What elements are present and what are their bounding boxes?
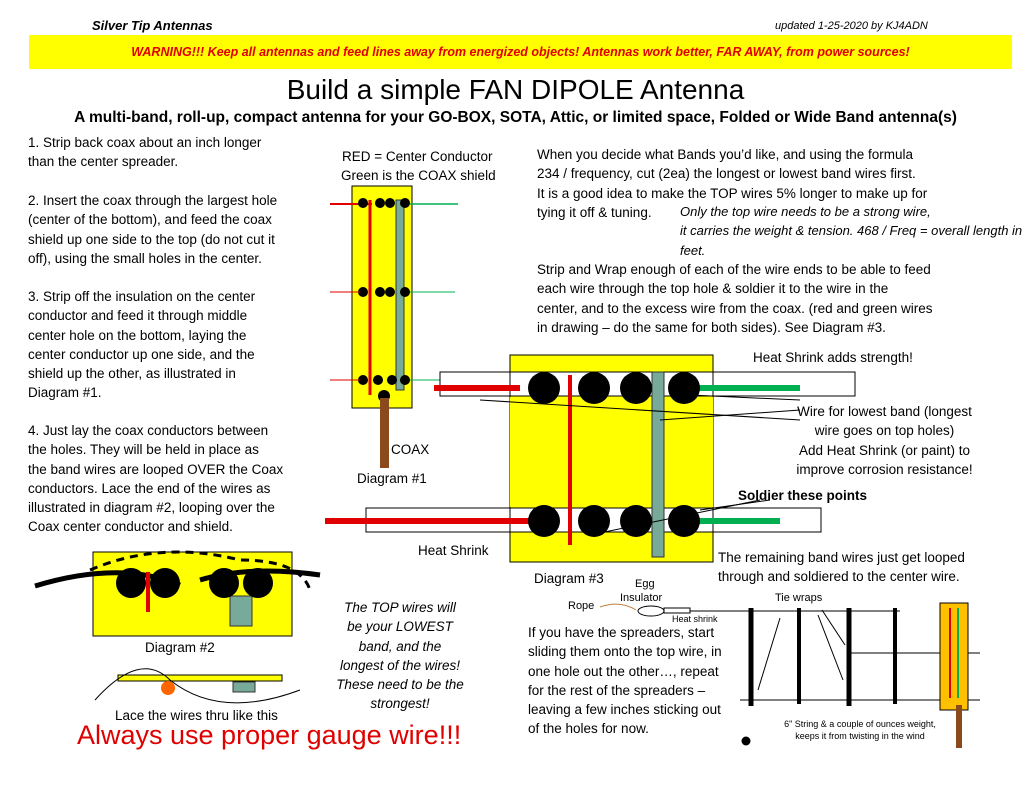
page-subtitle: A multi-band, roll-up, compact antenna f… — [74, 109, 957, 126]
insulator-label: Insulator — [620, 592, 663, 604]
diagram-3 — [325, 354, 856, 563]
diagram-2-label: Diagram #2 — [145, 640, 215, 655]
step-2: 2. Insert the coax through the largest h… — [28, 193, 278, 266]
tie-wraps-label: Tie wraps — [775, 592, 823, 604]
strip-text: Strip and Wrap enough of each of the wir… — [537, 262, 933, 335]
formula-italic: Only the top wire needs to be a strong w… — [680, 204, 1023, 258]
diagram-3-label: Diagram #3 — [534, 571, 604, 586]
step-1: 1. Strip back coax about an inch longer … — [28, 135, 262, 170]
coax-label: COAX — [391, 442, 430, 457]
top-wires-note: The TOP wires will be your LOWEST band, … — [336, 600, 464, 712]
spreaders-text: If you have the spreaders, start sliding… — [528, 625, 722, 737]
lace-label: Lace the wires thru like this — [115, 708, 278, 723]
formula-text: When you decide what Bands you’d like, a… — [537, 147, 928, 220]
legend-red: RED = Center Conductor — [342, 149, 493, 164]
heat-shrink-label: Heat Shrink — [418, 543, 489, 558]
string-note: 6" String & a couple of ounces weight, k… — [784, 719, 936, 741]
egg-label: Egg — [635, 578, 655, 590]
updated-date: updated 1-25-2020 by KJ4ADN — [775, 20, 928, 32]
gauge-warning: Always use proper gauge wire!!! — [77, 720, 462, 750]
step-4: 4. Just lay the coax conductors between … — [28, 423, 284, 535]
heat-shrink-small-label: Heat shrink — [672, 614, 718, 624]
diagram-2 — [34, 550, 321, 704]
legend-green: Green is the COAX shield — [341, 168, 496, 183]
lowest-band-label: Wire for lowest band (longest wire goes … — [796, 404, 973, 477]
warning-banner: WARNING!!! Keep all antennas and feed li… — [29, 35, 1012, 69]
diagram-4 — [599, 602, 980, 748]
soldier-label: Soldier these points — [738, 488, 868, 503]
rope-label: Rope — [568, 600, 595, 612]
heat-shrink-strength-label: Heat Shrink adds strength! — [753, 350, 913, 365]
brand-name: Silver Tip Antennas — [92, 18, 213, 33]
remaining-label: The remaining band wires just get looped… — [718, 550, 965, 585]
diagram-1-label: Diagram #1 — [357, 471, 427, 486]
page-title: Build a simple FAN DIPOLE Antenna — [286, 74, 745, 105]
diagram-1 — [330, 185, 458, 468]
step-3: 3. Strip off the insulation on the cente… — [28, 289, 256, 401]
warning-text: WARNING!!! Keep all antennas and feed li… — [131, 45, 910, 59]
